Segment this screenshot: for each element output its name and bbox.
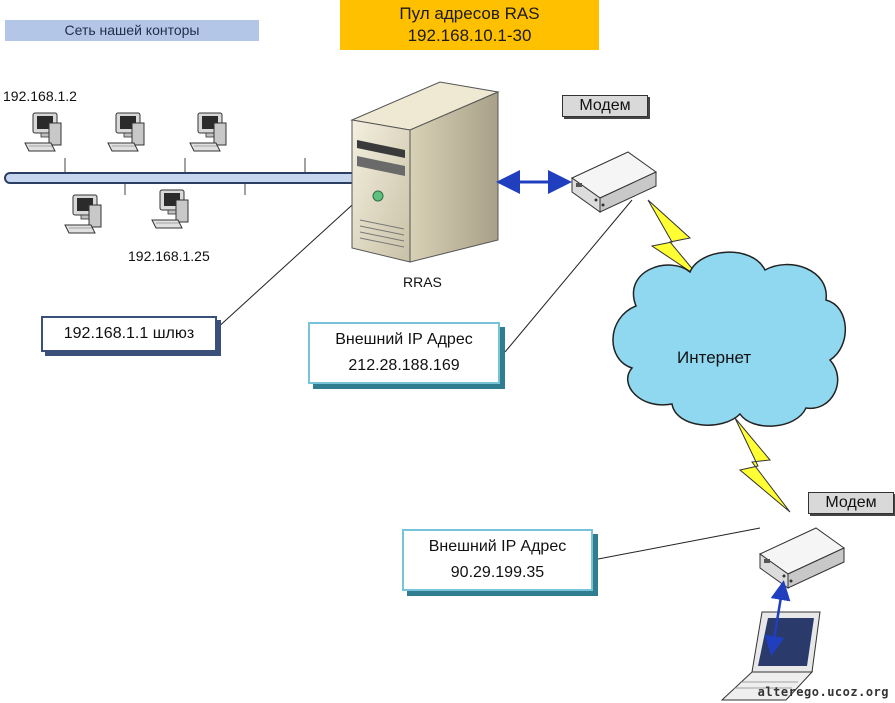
internet-cloud-icon: [612, 251, 846, 427]
modem-2-icon: [759, 527, 845, 589]
office-network-banner: Сеть нашей конторы: [5, 20, 259, 41]
modem-2-label: Модем: [808, 492, 894, 514]
external-ip-box-2: Внешний IP Адрес 90.29.199.35: [402, 529, 593, 591]
workstation-icon: [64, 194, 102, 234]
workstation-icon: [189, 112, 227, 152]
workstation-icon: [107, 112, 145, 152]
server-icon: [350, 81, 500, 263]
lan-bus: [4, 158, 358, 195]
external-ip-box-1: Внешний IP Адрес 212.28.188.169: [308, 322, 500, 384]
ras-pool-title: Пул адресов RAS: [399, 4, 540, 23]
external-ip-2-value: 90.29.199.35: [450, 564, 545, 581]
host-ip-label: 192.168.1.25: [128, 248, 210, 264]
external-ip-2-title: Внешний IP Адрес: [428, 538, 567, 555]
lightning-2-icon: [734, 417, 791, 513]
workstation-icon: [24, 112, 62, 152]
ras-address-pool-banner: Пул адресов RAS 192.168.10.1-30: [340, 0, 599, 50]
modem-1-icon: [571, 151, 657, 213]
external-ip-2-callout-line: [592, 527, 761, 561]
external-ip-1-title: Внешний IP Адрес: [335, 331, 473, 348]
internet-label: Интернет: [677, 348, 752, 367]
watermark-text: alterego.ucoz.org: [757, 685, 889, 699]
modem-1-label: Модем: [562, 95, 648, 117]
modem-laptop-link-arrow: [764, 580, 791, 656]
workstation-icon: [151, 189, 189, 229]
ras-pool-range: 192.168.10.1-30: [407, 26, 532, 45]
external-ip-1-value: 212.28.188.169: [348, 357, 460, 374]
gateway-callout-line: [214, 195, 363, 331]
external-ip-1-callout-line: [504, 199, 633, 353]
server-label: RRAS: [403, 274, 442, 290]
host-ip-label: 192.168.1.2: [3, 88, 77, 104]
gateway-address-box: 192.168.1.1 шлюз: [41, 316, 217, 352]
